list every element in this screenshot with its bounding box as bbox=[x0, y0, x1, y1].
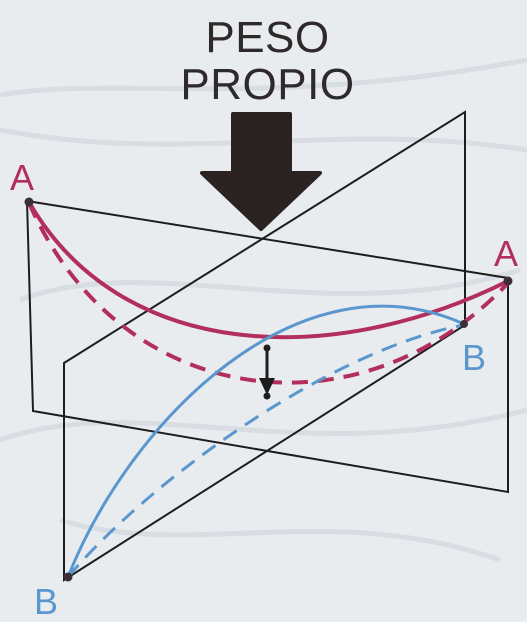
midpoint-a-curve bbox=[263, 344, 271, 352]
curve-b-deformed bbox=[66, 323, 465, 578]
displacement-arrowhead bbox=[259, 378, 275, 395]
midpoint-b-curve bbox=[263, 392, 271, 400]
load-arrow bbox=[200, 112, 322, 231]
endpoint-b-right bbox=[460, 320, 468, 328]
title-line-2: PROPIO bbox=[180, 60, 355, 109]
label-a-right: A bbox=[494, 233, 519, 274]
label-a-left: A bbox=[10, 157, 35, 198]
endpoint-a-right bbox=[503, 276, 513, 286]
endpoint-b-left bbox=[63, 572, 73, 582]
curve-a-deformed bbox=[27, 202, 510, 385]
curve-b-initial bbox=[66, 304, 465, 578]
title-label: PESO PROPIO bbox=[4, 14, 527, 108]
label-b-left: B bbox=[34, 581, 59, 622]
label-b-right: B bbox=[462, 337, 487, 378]
plane-a-frame bbox=[25, 199, 509, 494]
title-line-1: PESO bbox=[205, 13, 330, 62]
endpoint-a-left bbox=[24, 197, 34, 207]
